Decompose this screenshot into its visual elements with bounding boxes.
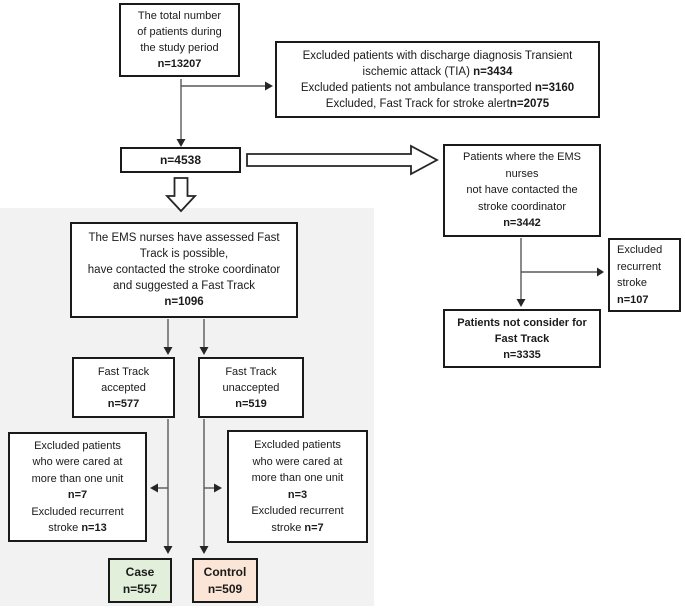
text-line: stroke n=7 (271, 521, 324, 534)
text-line: n=519 (235, 397, 267, 410)
text-line: Fast Track (225, 365, 277, 378)
text-line: Excluded, Fast Track for stroke alertn=2… (325, 97, 550, 110)
text-line: Excluded patients with discharge diagnos… (302, 49, 573, 62)
text-line: n=577 (107, 397, 140, 410)
text-line: Patients not consider for (457, 316, 587, 329)
text-line: The EMS nurses have assessed Fast (88, 232, 280, 244)
text-line: stroke n=13 (48, 522, 107, 534)
text-line: who were cared at (252, 455, 343, 468)
box-excluded-recurrent-stroke: Excluded recurrent stroke n=107 (608, 238, 681, 312)
text-line: recurrent (617, 260, 662, 273)
box-fast-track-accepted: Fast Track accepted n=577 (72, 357, 175, 418)
text-line: unaccepted (222, 381, 280, 394)
text-line: n=509 (207, 581, 243, 596)
text-line: Fast Track (494, 332, 550, 345)
text-line: n=3 (287, 488, 308, 501)
box-excluded-control-side: Excluded patients who were cared at more t… (227, 430, 368, 543)
box-excluded-case-side: Excluded patients who were cared at more t… (8, 432, 147, 542)
text-line: n=4538 (159, 153, 202, 167)
text-line: Excluded recurrent (31, 505, 124, 518)
text-line: The total number (137, 10, 222, 22)
text-line: Excluded recurrent (251, 505, 344, 517)
text-line: Excluded patients (34, 439, 121, 452)
text-line: n=7 (67, 489, 88, 501)
arrow-ems-not-to-not-considered (516, 238, 526, 307)
text-line: n=107 (617, 293, 649, 306)
text-line: of patients during (137, 26, 222, 38)
text-line: stroke coordinator (477, 200, 567, 213)
text-line: Excluded patients not ambulance transpor… (300, 81, 575, 94)
text-line: n=13207 (157, 58, 202, 70)
box-control: Control n=509 (192, 558, 258, 603)
text-line: ischemic attack (TIA) n=3434 (362, 65, 513, 78)
text-line: Excluded patients (254, 439, 341, 451)
text-line: accepted (101, 381, 146, 394)
text-line: Patients where the EMS (462, 151, 581, 164)
text-line: Control (203, 564, 247, 579)
text-line: the study period (140, 42, 219, 54)
text-line: Fast Track (97, 365, 150, 378)
text-line: n=3442 (503, 217, 541, 230)
text-line: n=557 (122, 581, 158, 596)
text-line: Case (125, 564, 155, 579)
box-case: Case n=557 (108, 558, 172, 603)
text-line: and suggested a Fast Track (113, 280, 255, 292)
text-line: n=1096 (164, 296, 204, 308)
box-excluded-top: Excluded patients with discharge diagnos… (275, 41, 600, 118)
block-arrow-n4538-down (164, 177, 198, 213)
box-ems-not-contacted: Patients where the EMS nurses not have con… (443, 144, 601, 237)
text-line: have contacted the stroke coordinator (87, 264, 281, 276)
text-line: Excluded (617, 244, 663, 256)
text-line: stroke (617, 277, 647, 289)
text-line: nurses (505, 167, 539, 180)
box-total-patients: The total number of patients during the st… (119, 3, 240, 77)
block-arrow-n4538-to-ems-not-contacted (246, 144, 439, 176)
text-line: Track is possible, (139, 248, 229, 260)
arrow-total-to-excluded-top (181, 81, 273, 91)
arrow-to-excluded-recurrent (521, 267, 604, 277)
text-line: more than one unit (31, 472, 124, 485)
text-line: n=3335 (503, 348, 541, 361)
text-line: more than one unit (251, 472, 344, 484)
box-fast-track-unaccepted: Fast Track unaccepted n=519 (198, 357, 304, 418)
arrow-total-to-n4538 (176, 79, 186, 147)
text-line: not have contacted the (466, 184, 578, 197)
text-line: who were cared at (32, 456, 123, 468)
box-n4538: n=4538 (120, 147, 241, 173)
